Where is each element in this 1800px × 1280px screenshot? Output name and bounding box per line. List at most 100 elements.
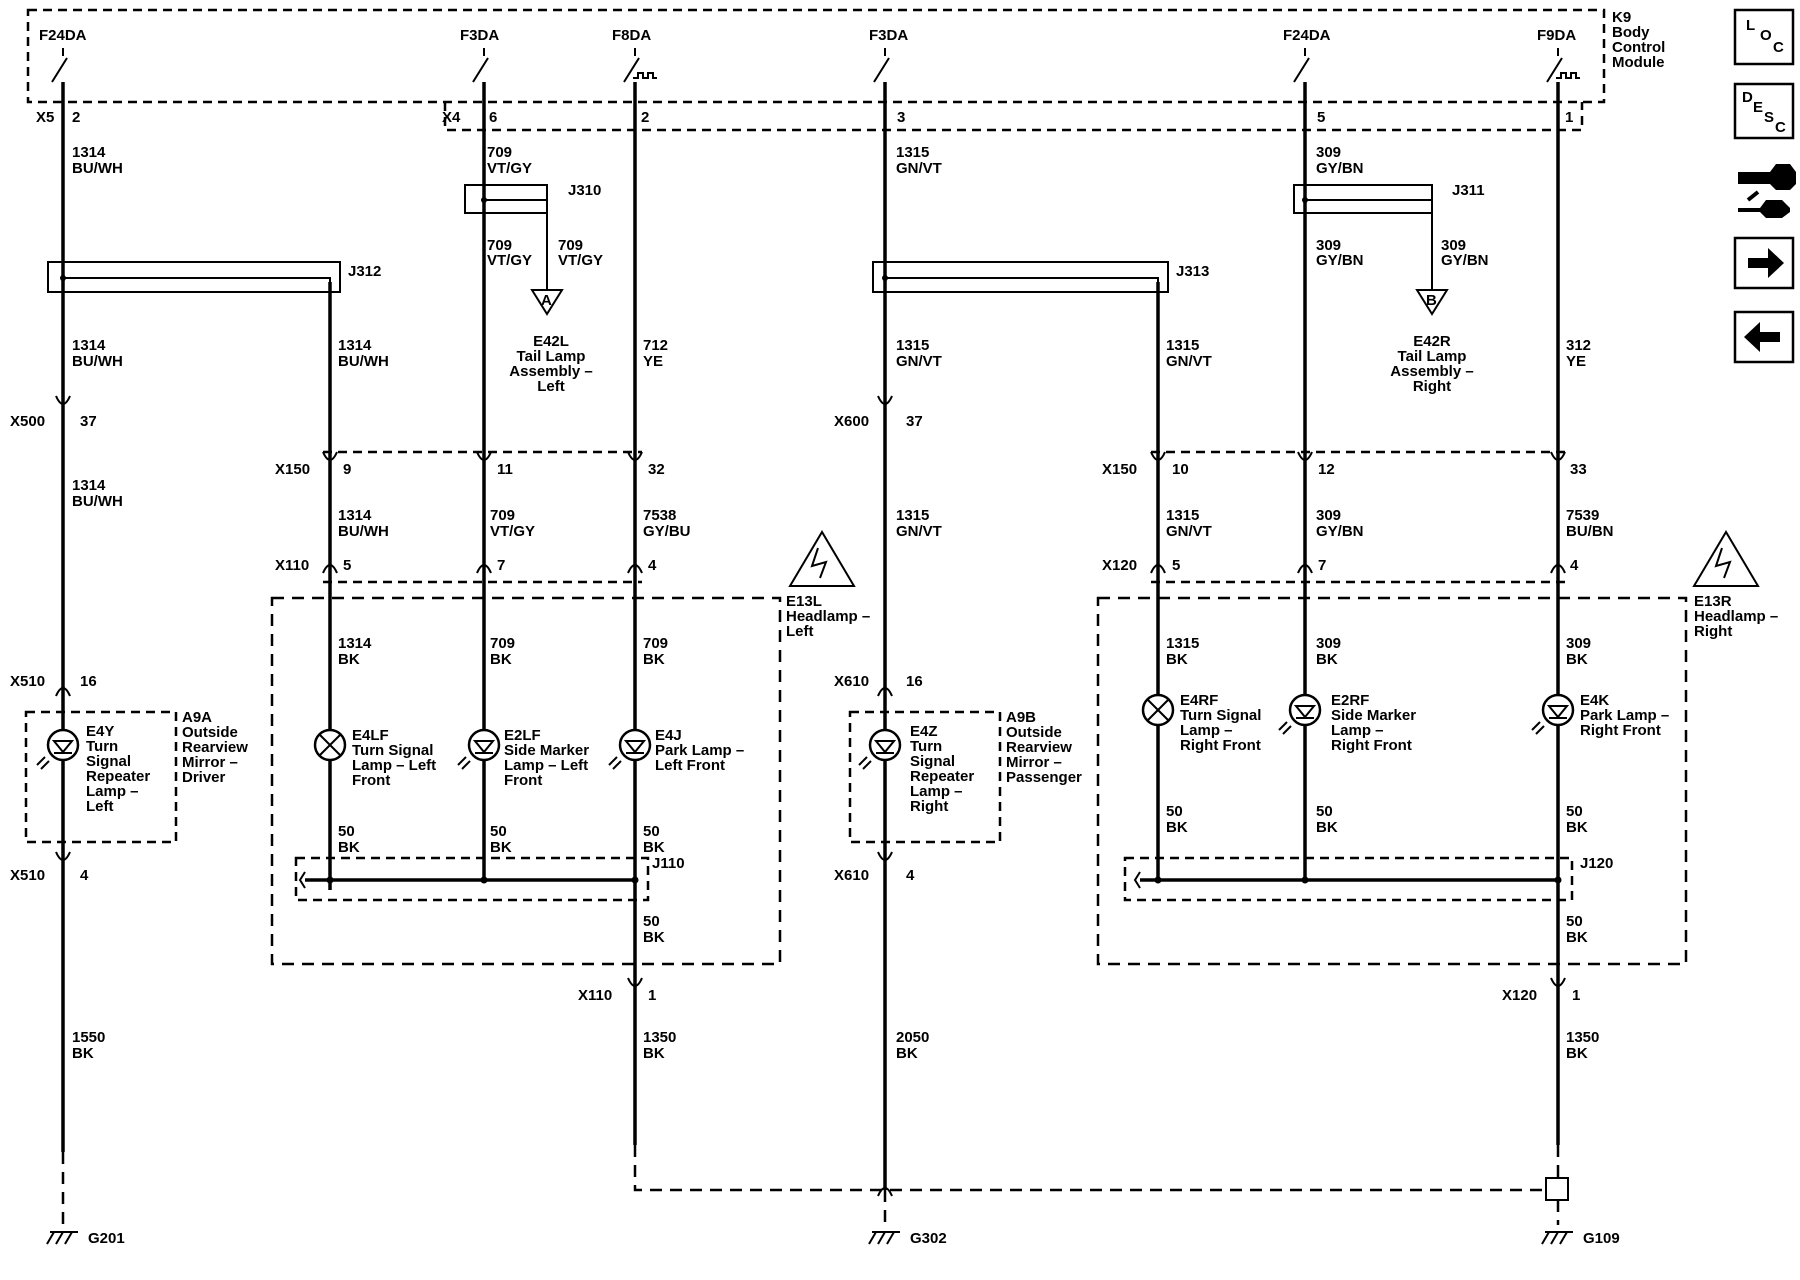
wire-number: 709 <box>490 635 515 652</box>
connector-pin: 10 <box>1172 461 1189 478</box>
connector-label: X150 <box>275 461 310 478</box>
ground-label: G109 <box>1583 1230 1620 1247</box>
assembly-id: A9A <box>182 709 212 726</box>
wire-color: BK <box>1566 819 1588 836</box>
wire-number: 709 <box>643 635 668 652</box>
offpage-letter: A <box>541 292 552 309</box>
wire-number: 1550 <box>72 1029 105 1046</box>
wire-color: GN/VT <box>1166 353 1212 370</box>
splice-label: J110 <box>652 855 685 872</box>
wire-number: 1314 <box>72 477 106 494</box>
lamp-label: Lamp – <box>86 783 139 800</box>
lamp-label: Right <box>910 798 948 815</box>
offpage-label: E42R <box>1413 333 1451 350</box>
lamp-label: Repeater <box>910 768 974 785</box>
assembly-label: Mirror – <box>182 754 238 771</box>
wire-number: 50 <box>1316 803 1333 820</box>
offpage-triangle-a <box>530 289 564 316</box>
connector-pin: 32 <box>648 461 665 478</box>
wire-color: BK <box>643 929 665 946</box>
connector-pin: 33 <box>1570 461 1587 478</box>
loc-button[interactable]: L O C <box>1733 8 1795 66</box>
wire-color: YE <box>1566 353 1586 370</box>
led-icon <box>36 728 80 770</box>
bcm-pin: 6 <box>489 109 497 126</box>
lamp-label: Lamp – <box>1180 722 1233 739</box>
offpage-label: Right <box>1413 378 1451 395</box>
fuse-label: F3DA <box>460 27 499 44</box>
desc-button[interactable]: D E S C <box>1733 82 1795 140</box>
wire-number: 1314 <box>338 635 372 652</box>
lamp-label: Left <box>86 798 114 815</box>
headlamp-label: Headlamp – <box>1694 608 1778 625</box>
loc-letter: C <box>1773 39 1784 56</box>
wire-color: GN/VT <box>896 353 942 370</box>
offpage-label: Assembly – <box>509 363 592 380</box>
offpage-label: Assembly – <box>1390 363 1473 380</box>
led-icon <box>1278 693 1322 735</box>
headlamp-label: Left <box>786 623 814 640</box>
connector-pin: 4 <box>648 557 657 574</box>
assembly-id: A9B <box>1006 709 1036 726</box>
fuse-label: F9DA <box>1537 27 1576 44</box>
wire-number: 1315 <box>1166 337 1199 354</box>
connector-label: X120 <box>1502 987 1537 1004</box>
wire-color: BK <box>1316 819 1338 836</box>
wire-color: VT/GY <box>487 160 532 177</box>
wire-number: 1315 <box>896 144 929 161</box>
connector-pin: 1 <box>1572 987 1580 1004</box>
bcm-x4-connector-boundary <box>443 102 1584 132</box>
connector-pin: 11 <box>497 461 513 478</box>
wire-number: 50 <box>1566 803 1583 820</box>
wire-color: BU/WH <box>72 493 123 510</box>
wire-number: 7539 <box>1566 507 1599 524</box>
lamp-label: Lamp – <box>910 783 963 800</box>
connector-pin: 4 <box>80 867 89 884</box>
fuse-label: F24DA <box>1283 27 1331 44</box>
loc-letter: O <box>1760 27 1772 44</box>
lamp-label: Turn Signal <box>1180 707 1261 724</box>
bcm-pin: 5 <box>1317 109 1325 126</box>
connector-button[interactable] <box>1738 164 1796 218</box>
wire-number: 709 <box>490 507 515 524</box>
wire-color: GY/BN <box>1316 160 1364 177</box>
splice-label: J313 <box>1176 263 1209 280</box>
wire-color: YE <box>643 353 663 370</box>
led-icon <box>608 728 652 770</box>
connector-label: X500 <box>10 413 45 430</box>
wire-color: BU/WH <box>338 353 389 370</box>
lamp-id: E4Z <box>910 723 938 740</box>
lamp-label: Right Front <box>1331 737 1412 754</box>
splice-j313 <box>872 261 1169 293</box>
connector-pin: 37 <box>906 413 923 430</box>
wire-number: 50 <box>490 823 507 840</box>
ground-icon <box>1541 1231 1573 1245</box>
lamp-label: Side Marker <box>1331 707 1416 724</box>
lamp-label: Lamp – Left <box>352 757 436 774</box>
lamp-label: Front <box>504 772 542 789</box>
wire-color: BK <box>896 1045 918 1062</box>
lamp-id: E4K <box>1580 692 1609 709</box>
headlamp-id: E13R <box>1694 593 1732 610</box>
lamp-label: Front <box>352 772 390 789</box>
wire-number: 1350 <box>643 1029 676 1046</box>
warning-icon <box>1692 530 1760 587</box>
connector-pin: 37 <box>80 413 97 430</box>
bcm-label-2: Control <box>1612 39 1665 56</box>
lamp-label: Turn <box>910 738 942 755</box>
wire-number: 709 <box>487 144 512 161</box>
connector-label: X610 <box>834 673 869 690</box>
fuse-label: F8DA <box>612 27 651 44</box>
offpage-label: Left <box>537 378 565 395</box>
previous-button[interactable] <box>1733 310 1795 364</box>
desc-letter: D <box>1742 89 1753 106</box>
bcm-module-boundary <box>26 8 1606 104</box>
ground-icon <box>46 1231 78 1245</box>
splice-j312 <box>47 261 341 293</box>
lamp-id: E2LF <box>504 727 541 744</box>
ground-label: G302 <box>910 1230 947 1247</box>
next-button[interactable] <box>1733 236 1795 290</box>
wire-number: 7538 <box>643 507 676 524</box>
wire-number: 1314 <box>72 144 106 161</box>
